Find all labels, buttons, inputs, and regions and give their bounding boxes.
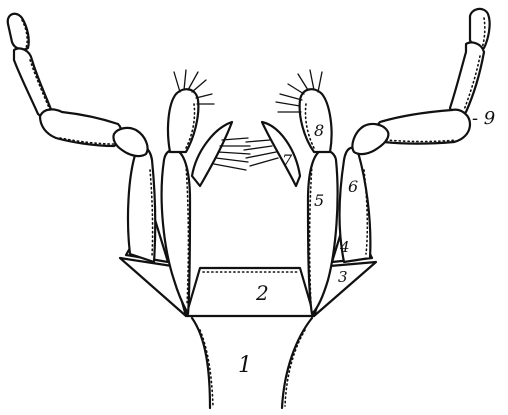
label-4: 4: [339, 238, 350, 256]
segment-9-right-arm: [352, 9, 489, 154]
segment-8: [168, 70, 332, 152]
label-5: 5: [314, 191, 324, 210]
label-6: 6: [348, 177, 358, 196]
label-3: 3: [338, 268, 348, 286]
segment-9-left-arm: [8, 14, 148, 156]
segment-2: [186, 268, 314, 316]
label-7: 7: [282, 151, 293, 170]
label-2: 2: [255, 281, 269, 305]
label-8: 8: [314, 121, 324, 140]
label-9: - 9: [472, 108, 495, 129]
segment-1: [192, 318, 312, 408]
label-1: 1: [238, 353, 252, 378]
